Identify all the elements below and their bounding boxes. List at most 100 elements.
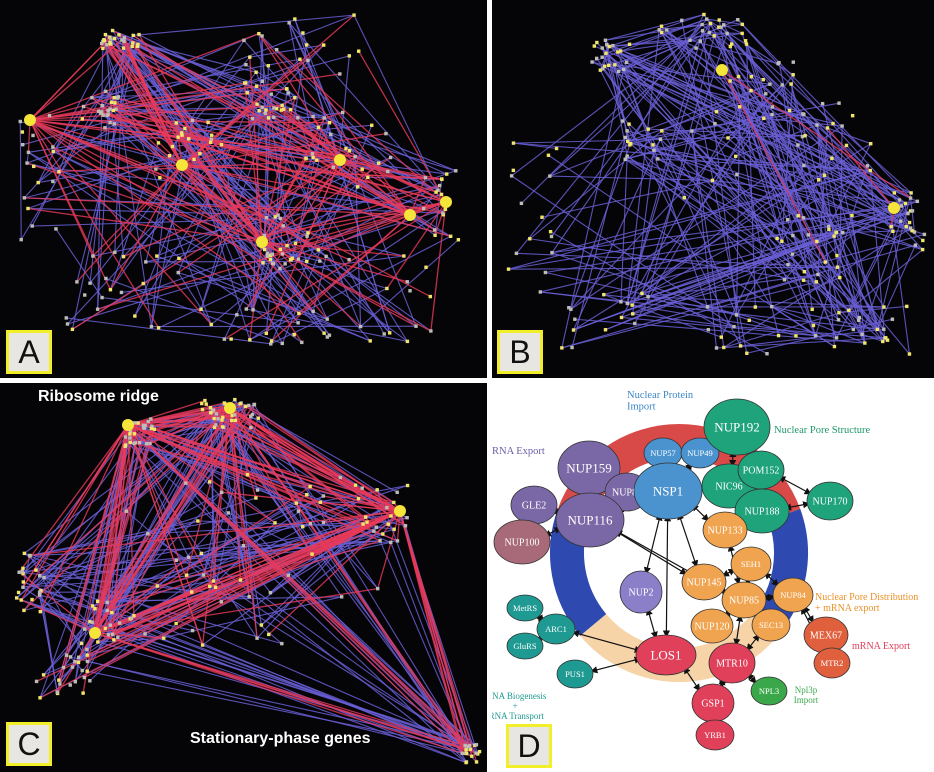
protein-node: NUP84 bbox=[772, 577, 814, 613]
node bbox=[158, 176, 162, 180]
edge bbox=[605, 23, 711, 41]
node bbox=[64, 316, 68, 320]
protein-node-label: NUP188 bbox=[744, 507, 779, 518]
node bbox=[569, 307, 573, 311]
node bbox=[294, 501, 299, 505]
node bbox=[106, 633, 111, 637]
edge bbox=[147, 533, 477, 754]
edge bbox=[94, 540, 381, 634]
edge bbox=[186, 516, 366, 576]
node bbox=[736, 74, 741, 79]
edge bbox=[16, 597, 96, 634]
node bbox=[90, 604, 95, 608]
panel-b: B bbox=[492, 0, 934, 378]
node bbox=[22, 196, 27, 200]
node bbox=[149, 426, 153, 431]
node bbox=[167, 154, 172, 158]
node bbox=[623, 157, 627, 162]
node bbox=[183, 126, 187, 131]
edge bbox=[521, 24, 703, 204]
node bbox=[120, 38, 124, 42]
edge bbox=[123, 37, 183, 166]
protein-node-shape bbox=[536, 613, 576, 645]
node bbox=[220, 418, 224, 422]
node bbox=[389, 514, 393, 518]
node bbox=[22, 551, 27, 556]
edge bbox=[87, 670, 471, 750]
node bbox=[34, 679, 39, 684]
node bbox=[233, 397, 237, 402]
edge bbox=[626, 130, 661, 140]
edge bbox=[771, 306, 866, 344]
node bbox=[729, 42, 734, 46]
edge bbox=[29, 82, 245, 121]
edge bbox=[721, 69, 911, 199]
node bbox=[85, 653, 89, 657]
node bbox=[717, 18, 721, 22]
node bbox=[230, 418, 234, 423]
protein-node-shape bbox=[730, 546, 772, 582]
protein-node-shape bbox=[555, 492, 625, 548]
node bbox=[352, 13, 356, 17]
edge bbox=[312, 256, 327, 312]
node bbox=[630, 303, 634, 307]
protein-node: NUP2 bbox=[619, 570, 663, 614]
node bbox=[464, 748, 468, 752]
node bbox=[652, 148, 656, 152]
node bbox=[266, 116, 271, 120]
edge bbox=[181, 132, 387, 166]
node bbox=[30, 597, 34, 602]
node bbox=[315, 158, 319, 162]
node bbox=[710, 178, 715, 183]
node bbox=[260, 79, 265, 83]
node bbox=[464, 751, 469, 756]
node bbox=[881, 339, 885, 344]
node bbox=[73, 680, 78, 684]
node bbox=[30, 224, 34, 228]
node bbox=[355, 185, 360, 189]
node bbox=[274, 107, 279, 111]
edge bbox=[84, 510, 401, 679]
node bbox=[255, 488, 260, 492]
node bbox=[267, 632, 271, 637]
node bbox=[256, 416, 260, 420]
node bbox=[714, 110, 719, 114]
edge bbox=[261, 241, 408, 283]
node bbox=[148, 441, 152, 446]
node bbox=[607, 44, 611, 49]
node bbox=[325, 317, 329, 321]
edge bbox=[94, 405, 250, 634]
node bbox=[247, 594, 251, 599]
node bbox=[112, 36, 117, 41]
node bbox=[293, 241, 298, 246]
node bbox=[445, 172, 449, 176]
node bbox=[128, 436, 132, 440]
node bbox=[249, 414, 253, 419]
node bbox=[832, 344, 837, 349]
edge bbox=[29, 119, 212, 325]
edge bbox=[94, 632, 473, 757]
node bbox=[882, 305, 886, 309]
node bbox=[657, 28, 661, 32]
node bbox=[16, 590, 21, 595]
node bbox=[98, 111, 103, 115]
edge bbox=[318, 126, 437, 193]
edge bbox=[353, 14, 439, 191]
edge bbox=[175, 510, 401, 625]
node bbox=[749, 88, 753, 93]
node bbox=[734, 313, 739, 317]
node bbox=[885, 338, 890, 342]
node bbox=[174, 558, 179, 563]
edge bbox=[618, 26, 722, 72]
node bbox=[37, 590, 42, 594]
node bbox=[708, 21, 713, 26]
node bbox=[656, 157, 660, 161]
edge bbox=[561, 281, 817, 349]
node bbox=[273, 215, 277, 219]
node bbox=[241, 544, 246, 548]
node bbox=[131, 41, 135, 45]
node bbox=[288, 108, 293, 112]
node bbox=[571, 328, 576, 332]
node bbox=[374, 525, 379, 529]
